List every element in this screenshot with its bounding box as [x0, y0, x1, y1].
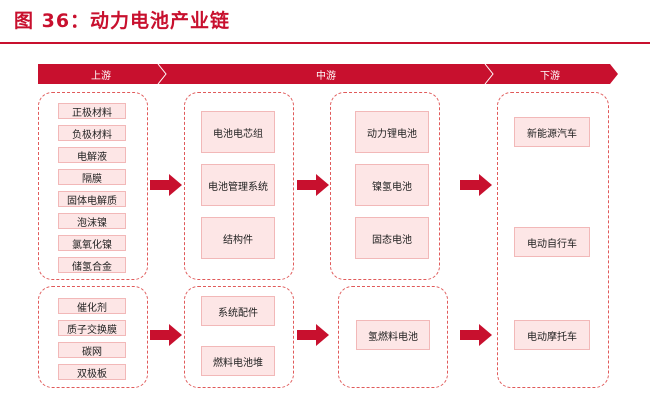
node-battery-management-system: 电池管理系统	[201, 164, 275, 206]
node-electric-bicycle: 电动自行车	[514, 227, 590, 257]
node-solid-state-battery: 固态电池	[355, 217, 429, 259]
flow-arrow-right	[150, 324, 182, 346]
node-carbon-mesh: 碳网	[58, 342, 126, 358]
node-proton-exchange-membrane: 质子交换膜	[58, 320, 126, 336]
node-cathode-material: 正极材料	[58, 103, 126, 119]
node-lithium-power-battery: 动力锂电池	[355, 111, 429, 153]
node-fuel-cell-stack: 燃料电池堆	[201, 346, 275, 376]
stage-header-bar	[38, 64, 618, 84]
flow-arrow-right	[297, 324, 329, 346]
stage-label-midstream: 中游	[316, 71, 336, 82]
flow-arrow-right	[460, 324, 492, 346]
node-nickel-foam: 泡沫镍	[58, 213, 126, 229]
node-catalyst: 催化剂	[58, 298, 126, 314]
node-new-energy-vehicle: 新能源汽车	[514, 117, 590, 147]
flow-arrow-right	[150, 174, 182, 196]
stage-label-downstream: 下游	[540, 71, 560, 82]
figure-title: 图 36：动力电池产业链	[14, 10, 231, 32]
node-electrolyte: 电解液	[58, 147, 126, 163]
node-bipolar-plate: 双极板	[58, 364, 126, 380]
flow-arrow-right	[460, 174, 492, 196]
node-nickel-oxide: 氯氧化镍	[58, 235, 126, 251]
node-separator: 隔膜	[58, 169, 126, 185]
node-anode-material: 负极材料	[58, 125, 126, 141]
node-electric-motorcycle: 电动摩托车	[514, 320, 590, 350]
node-solid-electrolyte: 固体电解质	[58, 191, 126, 207]
node-battery-cell-pack: 电池电芯组	[201, 111, 275, 153]
stage-label-upstream: 上游	[91, 71, 111, 82]
flow-arrow-right	[297, 174, 329, 196]
group-upstream-battery-materials	[38, 92, 148, 280]
title-rule	[0, 42, 650, 44]
node-hydrogen-storage-alloy: 储氢合金	[58, 257, 126, 273]
node-nimh-battery: 镍氢电池	[355, 164, 429, 206]
node-system-accessories: 系统配件	[201, 296, 275, 326]
node-hydrogen-fuel-cell: 氢燃料电池	[356, 320, 430, 350]
node-structural-parts: 结构件	[201, 217, 275, 259]
